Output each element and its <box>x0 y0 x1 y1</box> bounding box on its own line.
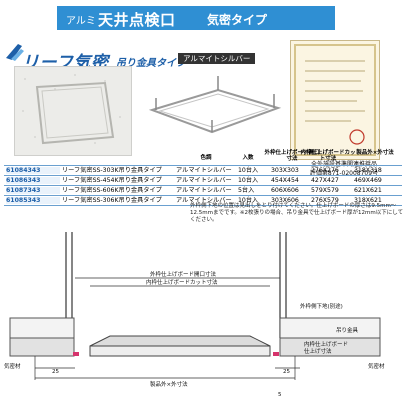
table-row: 61087343 リーフ気密SS-606K吊り金具タイプ アルマイトシルバー 5… <box>4 186 402 195</box>
page-header-banner: アルミ 天井点検口 気密タイプ <box>57 6 335 30</box>
row-inner: 276X579 <box>311 197 339 204</box>
row-outer: 454X454 <box>271 177 299 184</box>
certificate-caption: 全外施設基準関連推奨品 評価第871-02008709号 <box>284 160 404 178</box>
label-inner-cut-bottom: 内枠仕上げボード <box>304 342 349 348</box>
row-inner: 427X427 <box>311 177 339 184</box>
table-rule <box>4 205 402 206</box>
certificate-caption-line1: 全外施設基準関連推奨品 <box>310 161 377 168</box>
row-qty: 5台入 <box>238 187 255 194</box>
certificate-image <box>290 40 380 160</box>
row-name: リーフ気密SS-606K吊り金具タイプ <box>62 187 162 194</box>
finish-tag: アルマイトシルバー <box>178 53 256 64</box>
section-diagram: 外枠仕上げボード開口寸法 内枠仕上げボードカット寸法 外枠側下地(別途) 吊り金… <box>0 228 408 408</box>
col-product: 製品外×外寸法 <box>356 150 394 156</box>
installation-note: 外枠側下地の位置は見出しをとり付けてください。仕上げボードの厚さは9.5mm〜1… <box>190 203 404 223</box>
table-header: 色調 入数 外枠仕上げボード開口寸法 内枠仕上げボードカット寸法 製品外×外寸法 <box>4 150 402 164</box>
col-qty: 入数 <box>242 155 254 161</box>
brand-subtitle: 吊り金具タイプ <box>116 58 186 69</box>
table-row: 61084343 リーフ気密SS-303K吊り金具タイプ アルマイトシルバー 1… <box>4 166 402 175</box>
col-inner: 内枠仕上げボードカット寸法 <box>300 150 356 162</box>
row-color: アルマイトシルバー <box>176 187 232 194</box>
row-outer: 606X606 <box>271 187 299 194</box>
certificate-caption-line2: 評価第871-02008709号 <box>309 170 379 177</box>
dim-25-right: 25 <box>283 369 290 375</box>
section-diagram-drawing <box>9 232 381 380</box>
row-qty: 10台入 <box>238 197 259 204</box>
row-name: リーフ気密SS-454K吊り金具タイプ <box>62 177 162 184</box>
row-color: アルマイトシルバー <box>176 177 232 184</box>
row-qty: 10台入 <box>238 177 259 184</box>
header-type: 気密タイプ <box>207 13 268 27</box>
row-qty: 10台入 <box>238 167 259 174</box>
row-product: 469X469 <box>354 177 382 184</box>
row-inner: 276X276 <box>311 167 339 174</box>
table-rule <box>4 185 402 186</box>
row-color: アルマイトシルバー <box>176 197 232 204</box>
row-inner: 579X579 <box>311 187 339 194</box>
table-rule <box>4 165 402 166</box>
table-rule <box>4 175 402 176</box>
table-row: 61085343 リーフ気密SS-306K吊り金具タイプ アルマイトシルバー 1… <box>4 196 402 205</box>
row-code: 61087343 <box>6 187 60 194</box>
row-code: 61084343 <box>6 167 60 174</box>
row-product: 621X621 <box>354 187 382 194</box>
label-airtight-left: 気密材 <box>4 364 21 370</box>
table-rule <box>4 195 402 196</box>
ceiling-installed-photo <box>14 66 132 156</box>
label-inner-cut-bottom2: 仕上げ寸法 <box>304 349 332 355</box>
label-hanger: 吊り金具 <box>336 328 359 334</box>
row-product: 318X621 <box>354 197 382 204</box>
label-outer-frame-side: 外枠側下地(別途) <box>300 304 343 310</box>
header-prefix: アルミ <box>66 16 96 27</box>
row-product: 318X318 <box>354 167 382 174</box>
dim-5: 5 <box>278 392 282 398</box>
row-code: 61085343 <box>6 197 60 204</box>
row-name: リーフ気密SS-303K吊り金具タイプ <box>62 167 162 174</box>
table-row: 61086343 リーフ気密SS-454K吊り金具タイプ アルマイトシルバー 1… <box>4 176 402 185</box>
frame-product-photo <box>148 76 282 134</box>
col-color: 色調 <box>200 155 212 161</box>
row-outer: 303X303 <box>271 167 299 174</box>
row-color: アルマイトシルバー <box>176 167 232 174</box>
label-inner-cut: 内枠仕上げボードカット寸法 <box>146 280 218 286</box>
label-outer-opening: 外枠仕上げボード開口寸法 <box>150 272 217 278</box>
label-airtight-right: 気密材 <box>368 364 385 370</box>
header-title: 天井点検口 <box>98 11 176 29</box>
col-outer: 外枠仕上げボード開口寸法 <box>264 150 320 162</box>
row-code: 61086343 <box>6 177 60 184</box>
row-outer: 303X606 <box>271 197 299 204</box>
row-name: リーフ気密SS-306K吊り金具タイプ <box>62 197 162 204</box>
dim-25-left: 25 <box>52 369 59 375</box>
brand-mark-icon <box>6 44 24 61</box>
label-product-outer: 製品外×外寸法 <box>150 382 188 388</box>
